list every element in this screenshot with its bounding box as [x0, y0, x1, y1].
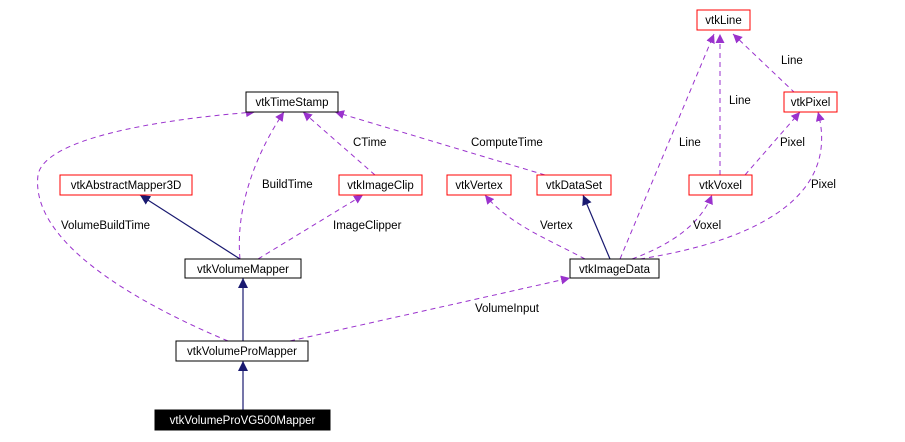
label-volume-input: VolumeInput	[475, 303, 540, 315]
node-vtkLine[interactable]: vtkLine	[696, 9, 751, 31]
edge-pixel-imagedata	[639, 111, 825, 260]
node-vtkVolumeProVG500Mapper[interactable]: vtkVolumeProVG500Mapper	[154, 409, 331, 431]
node-vtkTimeStamp[interactable]: vtkTimeStamp	[245, 91, 339, 113]
edge-inherit-dataset	[582, 194, 611, 260]
label-ctime: CTime	[353, 137, 386, 149]
label-build-time: BuildTime	[262, 179, 313, 191]
node-label: vtkPixel	[791, 97, 831, 109]
label-pixel-voxel: Pixel	[780, 137, 805, 149]
node-vtkVoxel[interactable]: vtkVoxel	[688, 174, 753, 196]
node-vtkAbstractMapper3D[interactable]: vtkAbstractMapper3D	[59, 174, 193, 196]
label-pixel-imagedata: Pixel	[811, 179, 836, 191]
node-vtkImageClip[interactable]: vtkImageClip	[338, 174, 423, 196]
edge-inherit-abstractmapper3d	[139, 194, 241, 260]
node-vtkVertex[interactable]: vtkVertex	[446, 174, 512, 196]
node-label: vtkVoxel	[699, 180, 742, 192]
edge-vertex	[484, 194, 586, 260]
node-label: vtkDataSet	[546, 180, 603, 192]
node-label: vtkAbstractMapper3D	[71, 180, 182, 192]
edge-volume-input	[289, 275, 571, 342]
node-label: vtkVolumeProVG500Mapper	[170, 415, 316, 427]
node-vtkPixel[interactable]: vtkPixel	[783, 91, 838, 113]
edge-line-imagedata	[619, 33, 715, 260]
label-volume-build-time: VolumeBuildTime	[61, 220, 150, 232]
edge-voxel	[631, 194, 713, 260]
node-vtkVolumeProMapper[interactable]: vtkVolumeProMapper	[175, 340, 309, 362]
node-label: vtkImageClip	[347, 180, 413, 192]
node-vtkVolumeMapper[interactable]: vtkVolumeMapper	[184, 258, 302, 279]
label-image-clipper: ImageClipper	[333, 220, 402, 232]
edge-pixel-voxel	[744, 111, 801, 176]
edge-ctime	[302, 111, 376, 176]
label-line-imagedata: Line	[679, 137, 701, 149]
edge-image-clipper	[257, 194, 364, 260]
node-label: vtkTimeStamp	[255, 97, 328, 109]
node-label: vtkVertex	[455, 180, 503, 192]
label-line-pixel: Line	[781, 55, 803, 67]
label-compute-time: ComputeTime	[471, 137, 543, 149]
label-voxel: Voxel	[693, 220, 721, 232]
node-label: vtkLine	[705, 15, 741, 27]
edge-volume-build-time	[37, 108, 256, 342]
node-label: vtkImageData	[579, 264, 651, 276]
node-label: vtkVolumeMapper	[197, 264, 289, 276]
node-vtkImageData[interactable]: vtkImageData	[569, 258, 660, 279]
node-label: vtkVolumeProMapper	[187, 346, 297, 358]
node-vtkDataSet[interactable]: vtkDataSet	[536, 174, 612, 196]
edge-compute-time	[334, 110, 546, 176]
label-vertex: Vertex	[540, 220, 573, 232]
label-line-voxel: Line	[729, 95, 751, 107]
edge-build-time	[238, 111, 285, 260]
